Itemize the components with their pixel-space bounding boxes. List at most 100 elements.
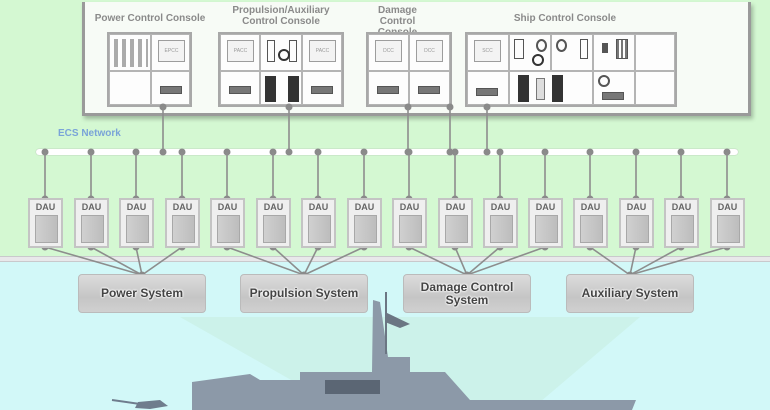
empty-cell xyxy=(635,34,675,71)
ecs-network-bus xyxy=(36,149,738,155)
frigate-hull-icon xyxy=(192,300,636,410)
ship-hangar-icon xyxy=(325,380,380,394)
keyboard-icon xyxy=(229,86,251,94)
keyboard-icon xyxy=(377,86,399,94)
zone-divider xyxy=(0,256,770,262)
throttle-panel-cell xyxy=(509,71,593,105)
dau-label: DAU xyxy=(308,202,329,212)
dau-system-link xyxy=(408,246,468,276)
dau-label: DAU xyxy=(217,202,238,212)
damage-control-system-box[interactable]: Damage Control System xyxy=(403,274,531,313)
dau-unit[interactable]: DAU xyxy=(119,198,154,248)
propulsion-system-box[interactable]: Propulsion System xyxy=(240,274,368,313)
dau-cabinet-icon xyxy=(671,215,694,243)
dau-unit[interactable]: DAU xyxy=(619,198,654,248)
ship-illustration xyxy=(111,292,640,410)
trackball-keyboard-cell xyxy=(593,71,635,105)
dau-label: DAU xyxy=(535,202,556,212)
damage-control-console[interactable]: DCC DCC xyxy=(366,32,452,107)
ship-control-console[interactable]: SCC xyxy=(465,32,677,107)
dau-system-link xyxy=(629,246,728,276)
power-system-box[interactable]: Power System xyxy=(78,274,206,313)
keyboard-icon xyxy=(418,86,440,94)
dau-cabinet-icon xyxy=(81,215,104,243)
dau-system-link xyxy=(141,246,183,276)
pacc-screen-right: PACC xyxy=(309,40,336,62)
pacc-screen-left: PACC xyxy=(227,40,254,62)
dau-system-link xyxy=(303,246,365,276)
dau-label: DAU xyxy=(445,202,466,212)
keyboard-cell-left xyxy=(368,71,409,105)
pacc-monitor-cell-right: PACC xyxy=(302,34,342,71)
dau-unit[interactable]: DAU xyxy=(74,198,109,248)
dau-system-link xyxy=(589,246,631,276)
dau-cabinet-icon xyxy=(399,215,422,243)
dcc-screen-right: DCC xyxy=(416,40,443,62)
keyboard-icon xyxy=(602,92,624,100)
dau-system-link xyxy=(44,246,143,276)
dau-label: DAU xyxy=(263,202,284,212)
keyboard-icon xyxy=(476,88,498,96)
dau-unit[interactable]: DAU xyxy=(664,198,699,248)
dau-label: DAU xyxy=(671,202,692,212)
ship-control-console-title: Ship Control Console xyxy=(513,13,617,24)
dau-label: DAU xyxy=(35,202,56,212)
dau-system-link xyxy=(303,246,319,276)
scc-screen: SCC xyxy=(474,40,501,62)
dcc-monitor-cell-right: DCC xyxy=(409,34,450,71)
dau-unit[interactable]: DAU xyxy=(256,198,291,248)
propulsion-auxiliary-control-console[interactable]: PACC PACC xyxy=(218,32,344,107)
empty-cell xyxy=(109,71,151,105)
empty-cell xyxy=(635,71,675,105)
dau-unit[interactable]: DAU xyxy=(165,198,200,248)
helicopter-icon xyxy=(135,400,168,409)
throttle-panel-cell xyxy=(260,71,302,105)
dau-unit[interactable]: DAU xyxy=(347,198,382,248)
dau-system-link xyxy=(466,246,501,276)
auxiliary-system-box[interactable]: Auxiliary System xyxy=(566,274,694,313)
pacc-monitor-cell-left: PACC xyxy=(220,34,260,71)
power-control-console-title: Power Control Console xyxy=(94,13,206,24)
dau-cabinet-icon xyxy=(217,215,240,243)
dau-unit[interactable]: DAU xyxy=(483,198,518,248)
dau-unit[interactable]: DAU xyxy=(710,198,745,248)
breaker-switch-panel xyxy=(109,34,151,71)
dau-unit[interactable]: DAU xyxy=(392,198,427,248)
dau-cabinet-icon xyxy=(535,215,558,243)
helm-controls-cell xyxy=(509,34,551,71)
dau-cabinet-icon xyxy=(126,215,149,243)
control-levers-cell xyxy=(260,34,302,71)
dau-system-link xyxy=(629,246,637,276)
bus-tap-node xyxy=(483,148,491,156)
dau-unit[interactable]: DAU xyxy=(438,198,473,248)
dau-label: DAU xyxy=(354,202,375,212)
dau-cabinet-icon xyxy=(445,215,468,243)
dau-cabinet-icon xyxy=(308,215,331,243)
indicator-cell xyxy=(593,34,635,71)
dau-unit[interactable]: DAU xyxy=(528,198,563,248)
dau-label: DAU xyxy=(126,202,147,212)
dau-cabinet-icon xyxy=(626,215,649,243)
dau-unit[interactable]: DAU xyxy=(573,198,608,248)
dau-cabinet-icon xyxy=(717,215,740,243)
keyboard-cell-left xyxy=(220,71,260,105)
keyboard-cell-right xyxy=(302,71,342,105)
dau-system-link xyxy=(272,246,305,276)
power-control-console[interactable]: EPCC xyxy=(107,32,192,107)
dau-system-link xyxy=(226,246,305,276)
dau-unit[interactable]: DAU xyxy=(28,198,63,248)
dau-system-link xyxy=(466,246,546,276)
ecs-network-label: ECS Network xyxy=(58,128,121,139)
dau-unit[interactable]: DAU xyxy=(301,198,336,248)
dau-cabinet-icon xyxy=(172,215,195,243)
propulsion-auxiliary-console-title: Propulsion/Auxiliary Control Console xyxy=(232,5,330,27)
dau-label: DAU xyxy=(172,202,193,212)
dau-unit[interactable]: DAU xyxy=(210,198,245,248)
keyboard-icon xyxy=(160,86,182,94)
dau-system-link xyxy=(454,246,468,276)
keyboard-cell-right xyxy=(409,71,450,105)
dau-cabinet-icon xyxy=(354,215,377,243)
dau-system-link xyxy=(629,246,682,276)
dau-cabinet-icon xyxy=(35,215,58,243)
keyboard-cell xyxy=(151,71,190,105)
